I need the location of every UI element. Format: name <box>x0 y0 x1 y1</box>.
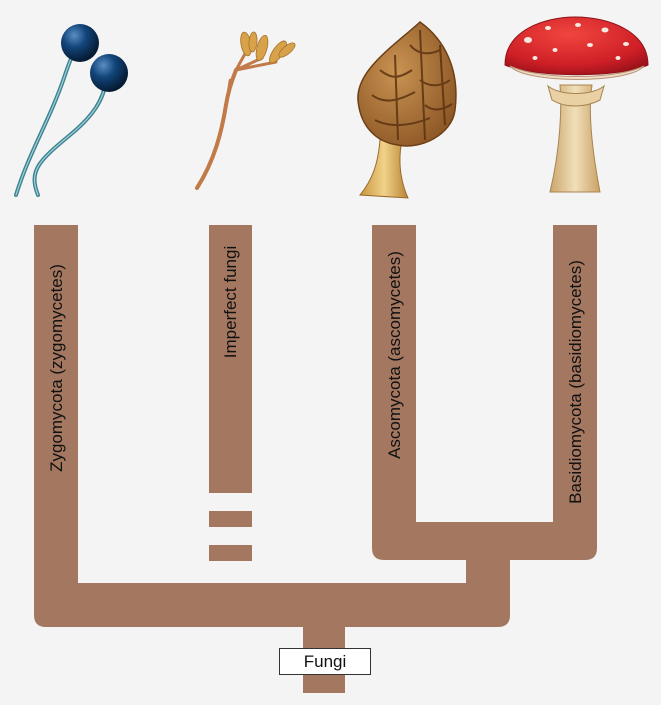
imperfect-dash-1 <box>209 511 252 527</box>
morel-icon <box>357 21 457 199</box>
pin-mold-icon <box>14 24 128 197</box>
label-imperfect-fungi: Imperfect fungi <box>221 246 240 358</box>
conidiophore-icon <box>195 31 296 190</box>
label-ascomycota: Ascomycota (ascomycetes) <box>385 251 404 459</box>
zygomycota-branch <box>34 225 510 627</box>
label-zygomycota: Zygomycota (zygomycetes) <box>47 264 66 472</box>
fly-agaric-icon <box>504 16 649 193</box>
imperfect-dash-2 <box>209 545 252 561</box>
root-label-fungi: Fungi <box>279 648 371 675</box>
asco-basidio-branch <box>372 225 597 560</box>
tree-branches <box>34 225 597 693</box>
label-basidiomycota: Basidiomycota (basidiomycetes) <box>566 260 585 504</box>
imperfect-fungi-branch <box>209 225 252 493</box>
